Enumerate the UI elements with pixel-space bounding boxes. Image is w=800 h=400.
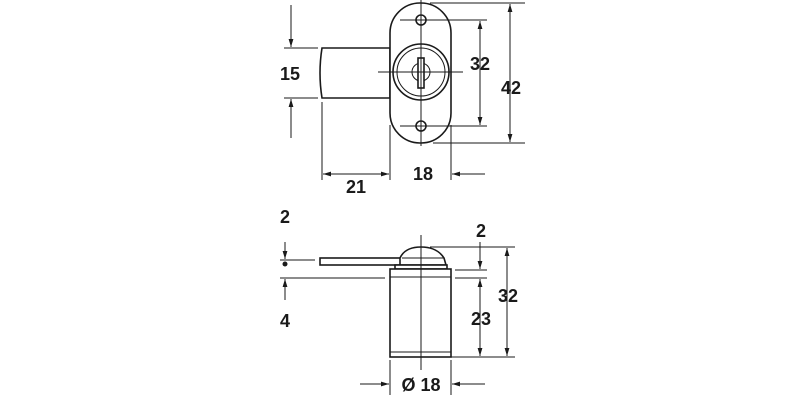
centerlines bbox=[378, 0, 487, 146]
dim-bolt-projection: 21 bbox=[346, 177, 366, 197]
dimension-arrows bbox=[282, 242, 510, 387]
side-view: 2 4 2 23 32 Ø 18 bbox=[280, 207, 518, 395]
dim-screw-spacing: 32 bbox=[470, 54, 490, 74]
dim-plate-thickness: 2 bbox=[280, 207, 290, 227]
cam-bar bbox=[319, 257, 403, 266]
dim-plate-height: 42 bbox=[501, 78, 521, 98]
top-view: 15 32 42 21 18 bbox=[280, 0, 525, 197]
dim-offset: 4 bbox=[280, 311, 290, 331]
dim-total-length: 32 bbox=[498, 286, 518, 306]
extension-lines bbox=[280, 246, 515, 395]
dim-head-height: 2 bbox=[476, 221, 486, 241]
extension-lines bbox=[284, 2, 525, 180]
bolt bbox=[319, 47, 391, 99]
dim-plate-width: 18 bbox=[413, 164, 433, 184]
dim-diameter: Ø 18 bbox=[401, 375, 440, 395]
dim-bolt-height: 15 bbox=[280, 64, 300, 84]
domed-head bbox=[399, 246, 448, 266]
dimension-dot bbox=[282, 261, 288, 267]
dimension-arrows bbox=[288, 4, 513, 177]
dim-body-length: 23 bbox=[471, 309, 491, 329]
